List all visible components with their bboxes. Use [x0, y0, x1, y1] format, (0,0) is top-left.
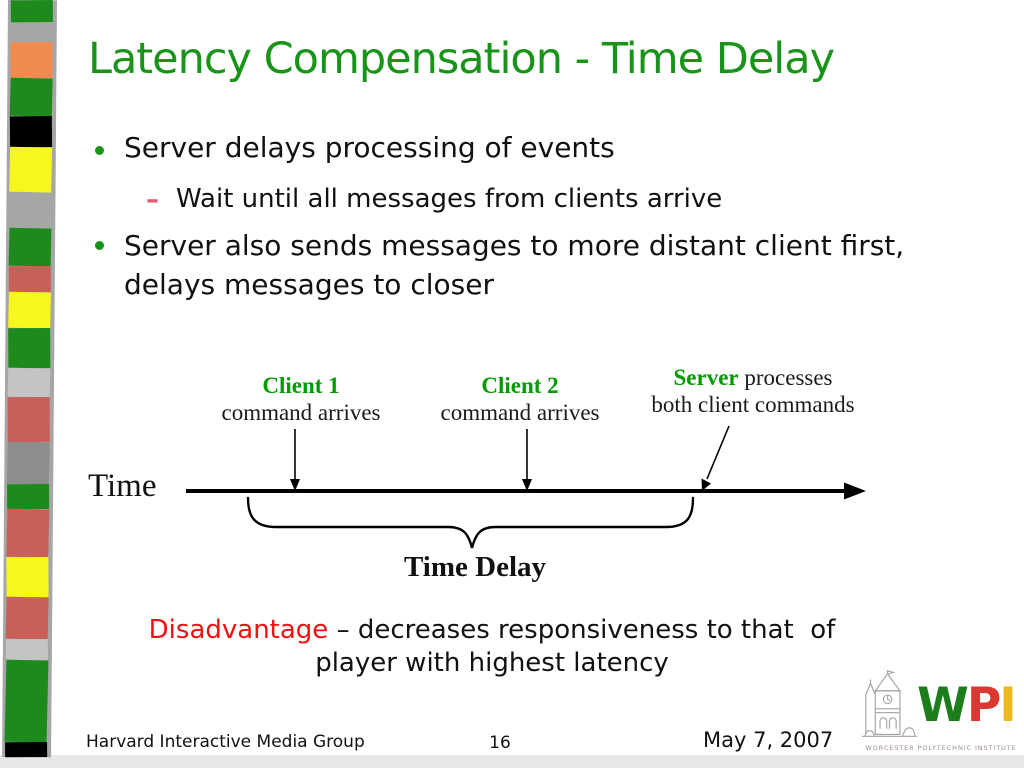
film-strip-decoration — [2, 0, 57, 758]
client2-name: Client 2 — [481, 373, 559, 398]
server-event-arrow — [706, 425, 730, 480]
wpi-letter-i: I — [999, 678, 1016, 733]
strip-block — [9, 192, 51, 228]
strip-block — [7, 397, 50, 443]
strip-block — [7, 367, 51, 398]
strip-block — [9, 146, 53, 193]
disadvantage-line2: player with highest latency — [315, 648, 669, 679]
strip-block — [6, 508, 50, 558]
timeline-arrowhead-icon — [844, 482, 866, 500]
strip-block — [6, 441, 50, 485]
sub-bullet-dash-icon: – — [146, 185, 159, 215]
wpi-letter-p: P — [966, 678, 1001, 733]
bullet-2-text: Server also sends messages to more dista… — [124, 229, 905, 302]
footer-group-name: Harvard Interactive Media Group — [86, 732, 365, 752]
server-arrowhead-icon — [701, 478, 711, 491]
server-event-label: Server processes both client commands — [628, 364, 878, 418]
server-desc-line2: both client commands — [651, 392, 855, 418]
server-desc: processes — [744, 365, 833, 390]
bottom-bar-decoration — [0, 755, 1024, 768]
client1-event-label: Client 1 command arrives — [186, 372, 416, 426]
strip-block — [9, 77, 53, 117]
strip-block — [9, 116, 53, 148]
strip-block — [11, 22, 53, 43]
wpi-logo: WPI WORCESTER POLYTECHNIC INSTITUTE — [860, 670, 1022, 756]
wpi-subtext: WORCESTER POLYTECHNIC INSTITUTE — [865, 744, 1017, 752]
client1-desc: command arrives — [221, 400, 381, 426]
client2-arrowhead-icon — [522, 479, 532, 491]
time-delay-label: Time Delay — [403, 551, 547, 583]
strip-block — [8, 227, 52, 267]
disadvantage-note: Disadvantage – decreases responsiveness … — [92, 614, 892, 681]
strip-block — [10, 0, 53, 23]
time-axis-label: Time — [88, 468, 157, 504]
strip-block — [8, 328, 51, 369]
wpi-letters: WPI — [917, 682, 1017, 729]
strip-block — [6, 557, 49, 598]
client2-event-label: Client 2 command arrives — [405, 372, 635, 426]
wpi-letter-w: W — [917, 678, 969, 733]
strip-block — [8, 291, 51, 329]
bullet-dot-icon — [95, 146, 104, 155]
slide-title: Latency Compensation - Time Delay — [88, 34, 835, 84]
strip-block — [4, 659, 49, 743]
server-name: Server — [673, 365, 739, 390]
client2-desc: command arrives — [440, 400, 600, 426]
wpi-tower-icon — [862, 670, 917, 737]
bullet-dot-icon — [95, 241, 104, 250]
footer-date: May 7, 2007 — [703, 728, 834, 752]
disadvantage-keyword: Disadvantage — [148, 615, 329, 645]
strip-block — [10, 42, 53, 79]
disadvantage-line1: – decreases responsiveness to that of — [328, 615, 836, 645]
slide-page-number: 16 — [489, 733, 511, 753]
bullet-1-text: Server delays processing of events — [124, 131, 615, 164]
strip-block — [5, 742, 48, 758]
strip-block — [8, 266, 51, 293]
time-delay-brace — [246, 496, 695, 549]
sub-bullet-text: Wait until all messages from clients arr… — [176, 184, 723, 214]
strip-block — [7, 484, 50, 510]
strip-block — [5, 596, 49, 640]
strip-block — [5, 639, 48, 661]
client1-name: Client 1 — [262, 373, 340, 398]
client1-arrowhead-icon — [290, 479, 300, 491]
